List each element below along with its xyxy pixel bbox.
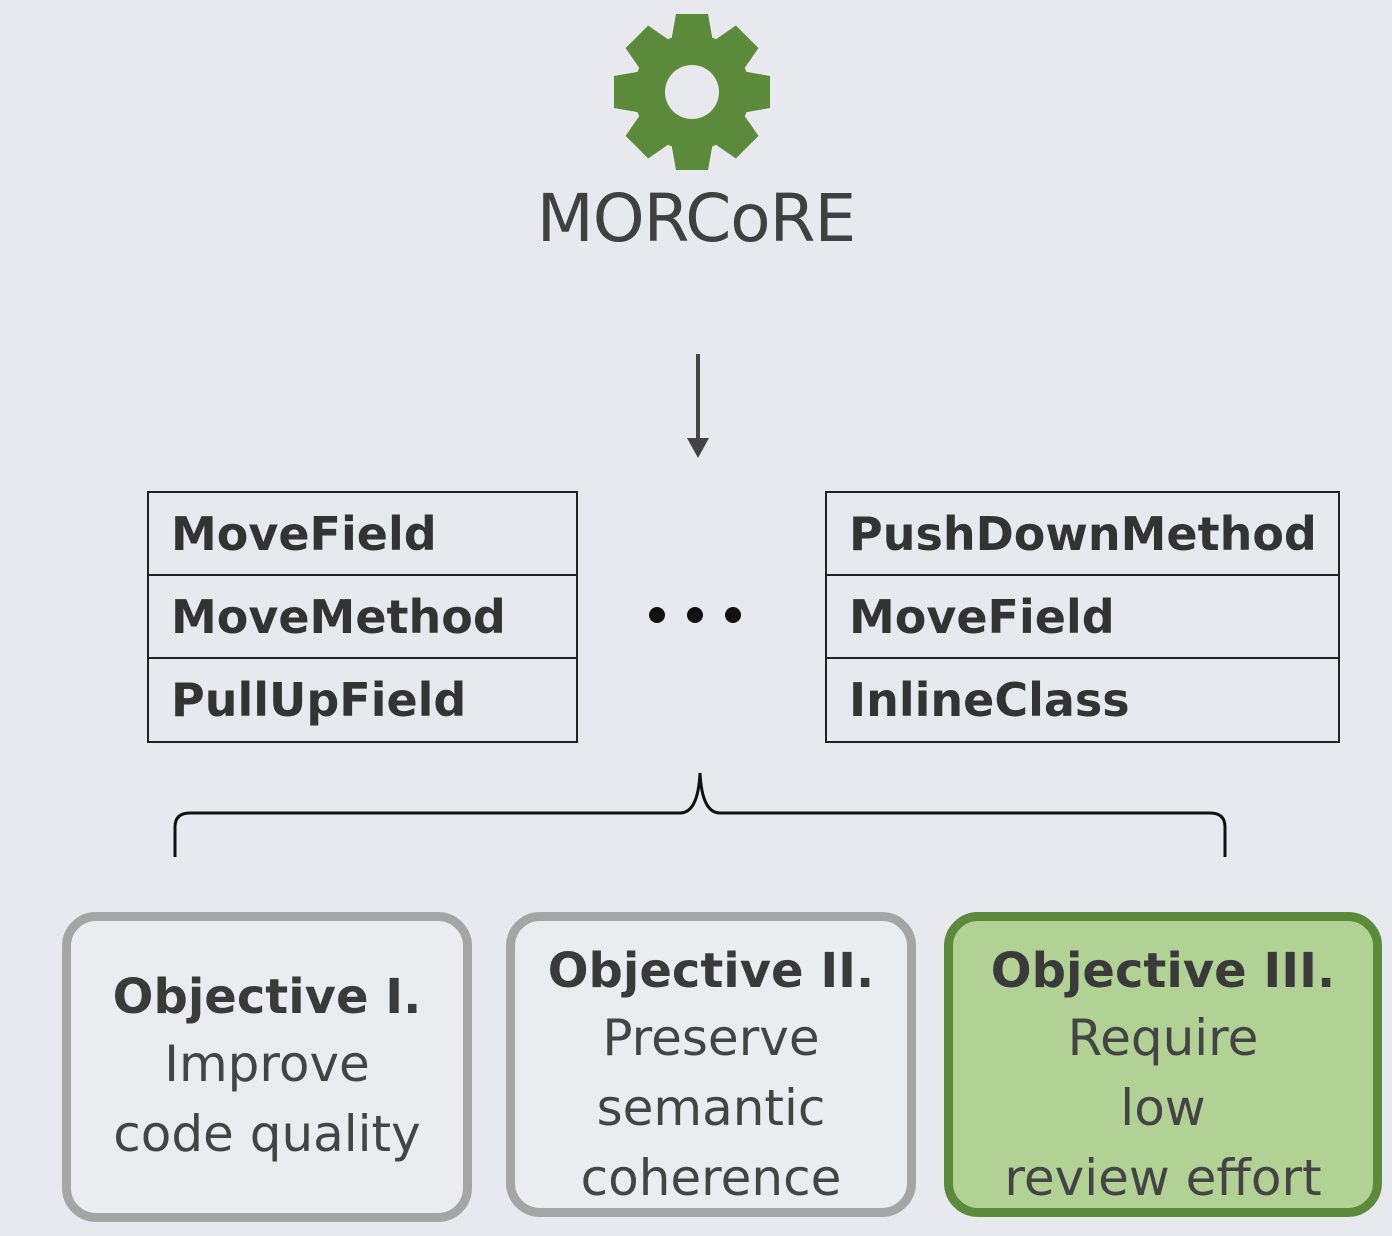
objective-line: Preserve	[602, 1009, 820, 1067]
objective-card-1: Objective I. Improve code quality	[62, 912, 472, 1222]
down-arrow-icon	[687, 354, 709, 458]
refactoring-item: MoveMethod	[149, 576, 576, 659]
objective-line: Require	[1067, 1009, 1259, 1067]
refactoring-item: MoveField	[149, 493, 576, 576]
objective-line: review effort	[1004, 1149, 1322, 1207]
objective-line: semantic	[596, 1079, 826, 1137]
ellipsis-icon	[649, 607, 741, 623]
objective-line: low	[1120, 1079, 1206, 1137]
objective-card-2: Objective II. Preserve semantic coherenc…	[506, 912, 916, 1217]
objective-heading: Objective I.	[112, 969, 422, 1025]
refactoring-item: MoveField	[827, 576, 1338, 659]
refactoring-sequence-left: MoveField MoveMethod PullUpField	[147, 491, 578, 743]
objective-card-3-highlighted: Objective III. Require low review effort	[944, 912, 1382, 1217]
refactoring-item: PushDownMethod	[827, 493, 1338, 576]
objective-heading: Objective III.	[990, 943, 1336, 999]
objective-line: coherence	[580, 1149, 842, 1207]
objective-line: Improve	[164, 1035, 370, 1093]
refactoring-item: PullUpField	[171, 673, 467, 727]
gear-icon	[614, 14, 770, 170]
diagram-title: MORCoRE	[536, 180, 857, 257]
brace-connector	[173, 772, 1227, 857]
refactoring-item: InlineClass	[849, 673, 1130, 727]
objective-heading: Objective II.	[547, 943, 875, 999]
refactoring-sequence-right: PushDownMethod MoveField InlineClass	[825, 491, 1340, 743]
objective-line: code quality	[113, 1105, 421, 1163]
